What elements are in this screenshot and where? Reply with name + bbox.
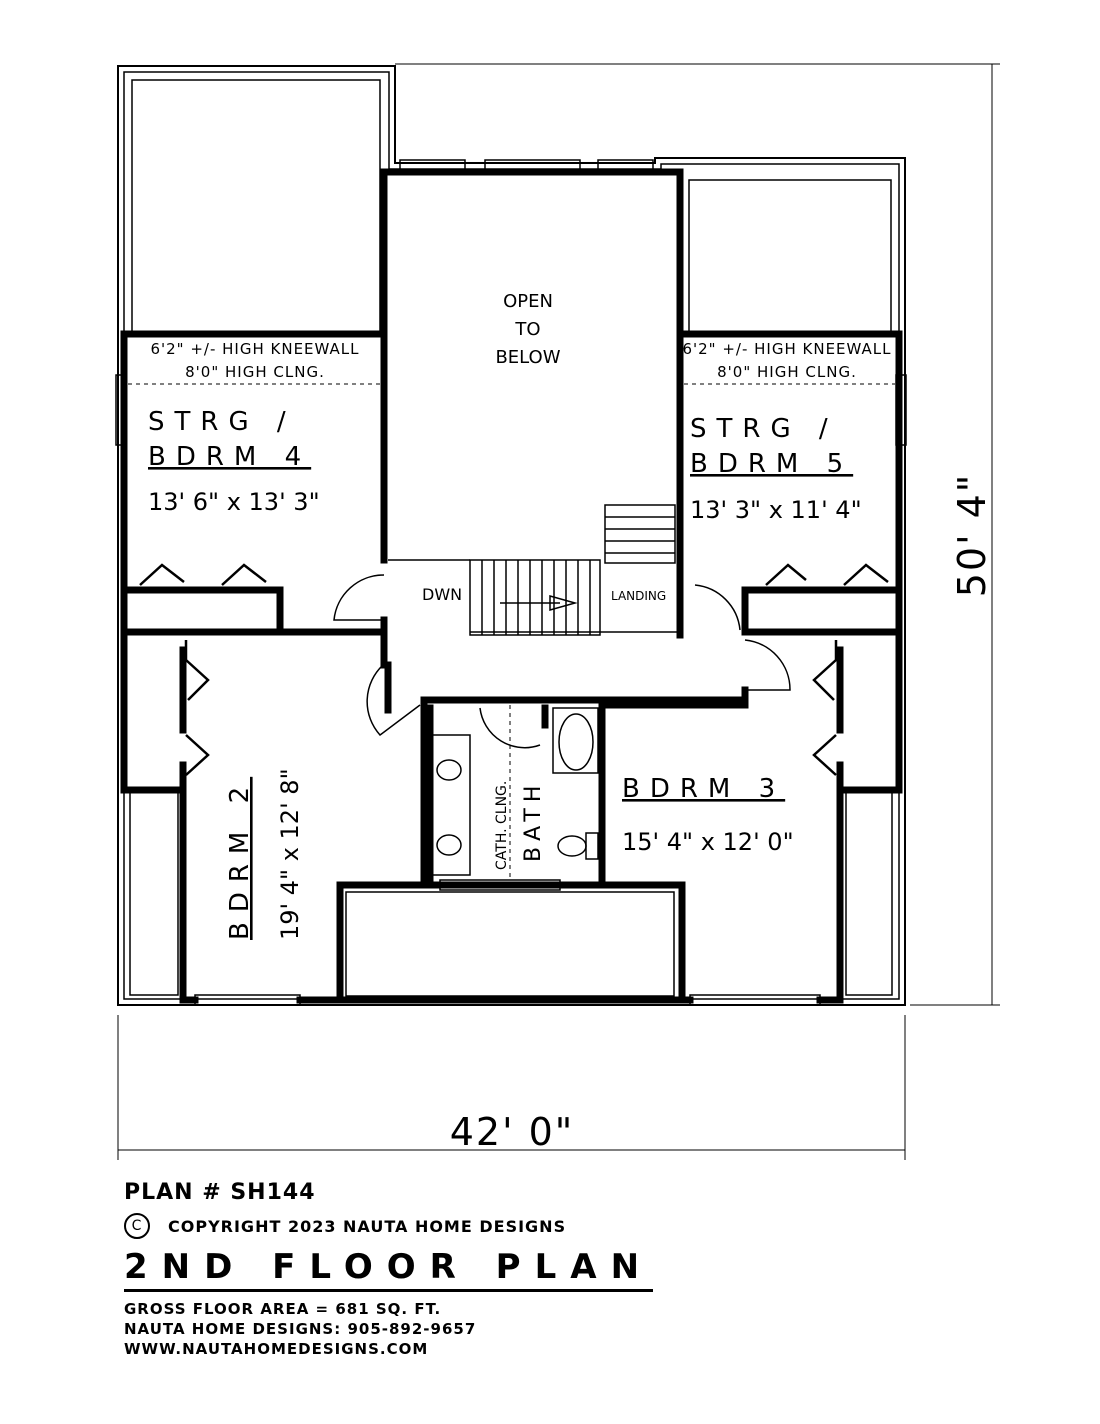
floor-plan-title: 2ND FLOOR PLAN <box>124 1247 654 1292</box>
bdrm2-dimensions: 19' 4" x 12' 8" <box>276 768 304 940</box>
depth-dimension: 50' 4" <box>950 473 994 598</box>
bath-fixtures <box>431 707 599 876</box>
dimension-lines <box>117 63 1000 1160</box>
windows <box>115 159 907 1006</box>
bdrm5-label: BDRM 5 <box>690 449 853 479</box>
kneewall-right-note: 6'2" +/- HIGH KNEEWALL <box>682 340 891 358</box>
plan-number: PLAN # SH144 <box>124 1180 316 1205</box>
open-below-line-1: OPEN <box>503 291 553 312</box>
strg5-label-line-1: STRG / <box>690 414 838 444</box>
bath-label: BATH <box>521 780 546 862</box>
kneewall-dashed-lines <box>128 383 895 880</box>
copyright-line: C COPYRIGHT 2023 NAUTA HOME DESIGNS <box>124 1213 724 1239</box>
ceiling-right-note: 8'0" HIGH CLNG. <box>717 363 857 381</box>
website: WWW.NAUTAHOMEDESIGNS.COM <box>124 1340 429 1358</box>
stair-landing-label: LANDING <box>611 589 666 603</box>
open-below-line-2: TO <box>514 319 540 340</box>
width-dimension: 42' 0" <box>450 1110 575 1154</box>
ceiling-left-note: 8'0" HIGH CLNG. <box>185 363 325 381</box>
bdrm3-label: BDRM 3 <box>622 774 785 804</box>
door-swings <box>333 574 791 749</box>
strg4-label-line-1: STRG / <box>148 407 296 437</box>
bdrm5-dimensions: 13' 3" x 11' 4" <box>690 496 862 524</box>
copyright-text: COPYRIGHT 2023 NAUTA HOME DESIGNS <box>168 1216 567 1236</box>
closet-doors <box>139 563 889 776</box>
bdrm4-dimensions: 13' 6" x 13' 3" <box>148 488 320 516</box>
interior-walls <box>120 168 903 1004</box>
kneewall-left-note: 6'2" +/- HIGH KNEEWALL <box>150 340 359 358</box>
copyright-icon: C <box>124 1213 150 1239</box>
gross-floor-area: GROSS FLOOR AREA = 681 SQ. FT. <box>124 1300 442 1318</box>
bdrm2-label: BDRM 2 <box>225 777 255 940</box>
title-block: PLAN # SH144 C COPYRIGHT 2023 NAUTA HOME… <box>124 1180 724 1358</box>
stair-down-label: DWN <box>422 585 462 604</box>
bdrm3-dimensions: 15' 4" x 12' 0" <box>622 828 794 856</box>
open-below-line-3: BELOW <box>495 347 560 368</box>
contact-phone: NAUTA HOME DESIGNS: 905-892-9657 <box>124 1320 477 1338</box>
cathedral-ceiling-note: CATH. CLNG. <box>494 781 510 870</box>
bdrm4-label: BDRM 4 <box>148 442 311 472</box>
stairs <box>388 504 680 636</box>
